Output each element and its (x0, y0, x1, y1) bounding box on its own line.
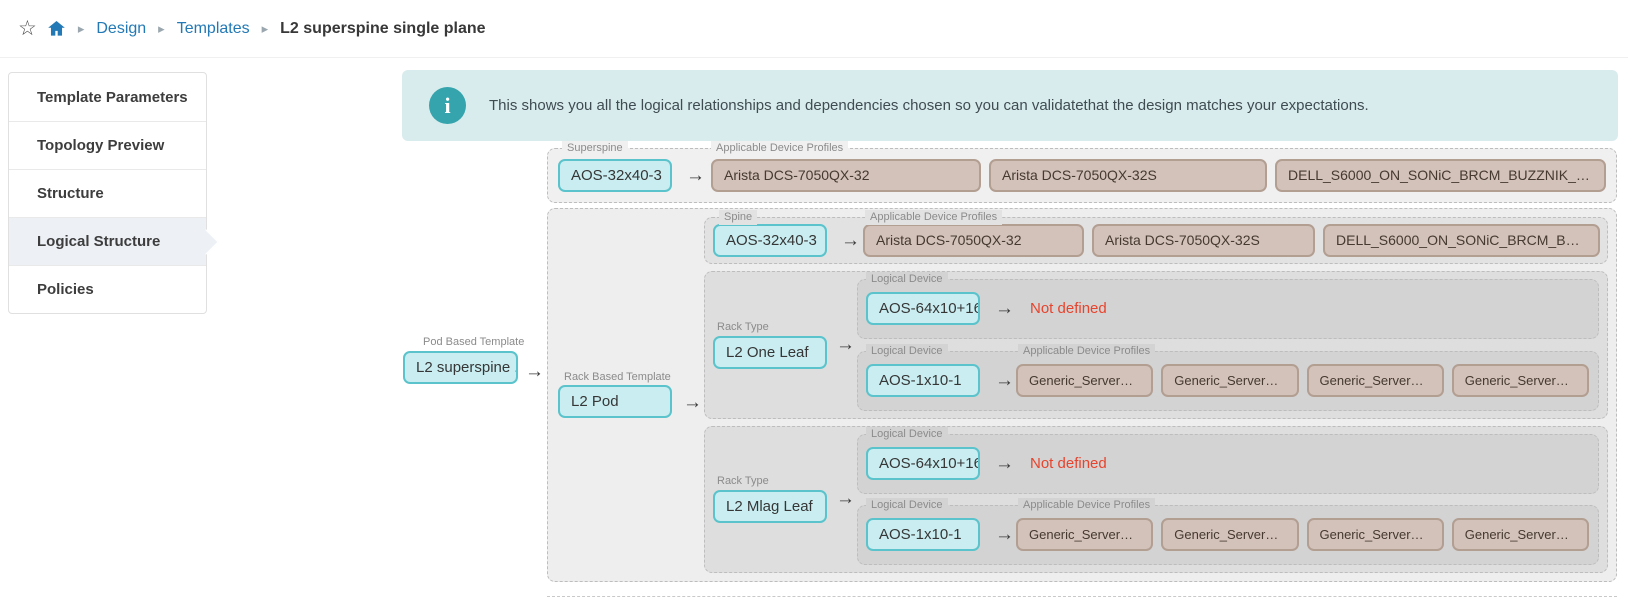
device-profile-node[interactable]: DELL_S6000_ON_SONiC_BRCM_BUZZ... (1323, 224, 1600, 257)
logical-device-group: Logical Device AOS-64x10+16... → Not def… (857, 272, 1599, 339)
sidebar-item-structure[interactable]: Structure (9, 169, 206, 217)
logical-device-label: Logical Device (866, 498, 948, 513)
rack-group-l2-one-leaf: Rack Type L2 One Leaf → Logical Device A… (704, 271, 1608, 419)
superspine-device-profiles: Arista DCS-7050QX-32 Arista DCS-7050QX-3… (711, 159, 1606, 192)
arrow-right-icon: → (686, 165, 705, 186)
logical-device-group: Logical Device Applicable Device Profile… (857, 498, 1599, 565)
spine-device-profiles: Arista DCS-7050QX-32 Arista DCS-7050QX-3… (863, 224, 1600, 257)
device-profile-node[interactable]: Generic_Server_1R... (1451, 363, 1589, 397)
logical-device-group: Logical Device Applicable Device Profile… (857, 343, 1599, 411)
rack-based-template-node[interactable]: L2 Pod (558, 385, 672, 418)
logical-device-node[interactable]: AOS-64x10+16... (866, 292, 980, 325)
rack-type-node[interactable]: L2 Mlag Leaf (713, 490, 827, 524)
device-profile-node[interactable]: Generic_Server_1R... (1161, 363, 1299, 397)
logical-device-group: Logical Device AOS-64x10+16... → Not def… (857, 426, 1599, 494)
device-profile-node[interactable]: DELL_S6000_ON_SONiC_BRCM_BUZZNIK_PLUS (1275, 159, 1606, 192)
rack-type-cell: Rack Type L2 Mlag Leaf (705, 427, 855, 573)
next-group-cutoff (547, 596, 1617, 601)
logical-device-node[interactable]: AOS-64x10+16... (866, 446, 980, 480)
superspine-logical-device-node[interactable]: AOS-32x40-3 (558, 159, 672, 192)
superspine-group: Superspine Applicable Device Profiles AO… (547, 141, 1617, 203)
device-profile-node[interactable]: Arista DCS-7050QX-32 (711, 159, 981, 192)
device-profile-node[interactable]: Generic_Server_1R... (1016, 518, 1154, 551)
pod-based-template-label: Pod Based Template (423, 336, 525, 348)
arrow-right-icon: → (841, 230, 860, 251)
applicable-device-profiles-label: Applicable Device Profiles (865, 210, 1003, 225)
sidebar-item-label: Logical Structure (37, 233, 161, 250)
superspine-group-label: Superspine (562, 141, 628, 156)
pod-based-template: Pod Based Template L2 superspine ... (403, 336, 533, 384)
device-profile-node[interactable]: Generic_Server_1R... (1306, 363, 1444, 397)
rack-type-cell: Rack Type L2 One Leaf (705, 272, 855, 418)
breadcrumb-design[interactable]: Design (96, 19, 147, 37)
arrow-right-icon: → (836, 488, 855, 510)
logical-device-node[interactable]: AOS-1x10-1 (866, 363, 980, 397)
logical-device-label: Logical Device (866, 426, 948, 442)
not-defined-status: Not defined (1030, 300, 1107, 317)
chevron-right-icon: ▸ (158, 20, 165, 36)
arrow-right-icon: → (995, 452, 1014, 474)
arrow-right-icon: → (995, 524, 1014, 545)
sidebar: Template Parameters Topology Preview Str… (8, 72, 219, 314)
applicable-device-profiles-label: Applicable Device Profiles (711, 141, 849, 156)
spine-group-label: Spine (719, 210, 758, 225)
breadcrumb-templates[interactable]: Templates (176, 19, 250, 37)
pod-template-node[interactable]: L2 superspine ... (403, 351, 518, 384)
page-title: L2 superspine single plane (280, 19, 486, 37)
arrow-right-icon: → (995, 369, 1014, 391)
selected-item-arrow (193, 229, 219, 255)
chevron-right-icon: ▸ (261, 20, 269, 36)
logical-device-node[interactable]: AOS-1x10-1 (866, 518, 980, 551)
pod-children: Spine Applicable Device Profiles AOS-32x… (704, 210, 1608, 573)
rack-type-node[interactable]: L2 One Leaf (713, 335, 827, 369)
logical-device-label: Logical Device (866, 272, 948, 287)
leaf-device-profiles: Generic_Server_1R... Generic_Server_1R..… (1016, 363, 1589, 397)
device-profile-node[interactable]: Arista DCS-7050QX-32 (863, 224, 1084, 257)
info-banner-text: This shows you all the logical relations… (489, 97, 1369, 114)
applicable-device-profiles-label: Applicable Device Profiles (1018, 498, 1156, 513)
rack-type-label: Rack Type (717, 320, 769, 333)
not-defined-status: Not defined (1030, 454, 1107, 472)
pod-group: Rack Based Template L2 Pod → Spine Appli… (547, 208, 1617, 582)
device-profile-node[interactable]: Generic_Server_1R... (1306, 518, 1444, 551)
spine-logical-device-node[interactable]: AOS-32x40-3 (713, 224, 827, 257)
device-profile-node[interactable]: Arista DCS-7050QX-32S (1092, 224, 1315, 257)
sidebar-item-logical-structure[interactable]: Logical Structure (9, 217, 219, 265)
leaf-device-profiles: Generic_Server_1R... Generic_Server_1R..… (1016, 518, 1589, 551)
sidebar-item-template-parameters[interactable]: Template Parameters (37, 88, 188, 106)
rack-group-l2-mlag-leaf: Rack Type L2 Mlag Leaf → Logical Device … (704, 425, 1608, 573)
info-banner: i This shows you all the logical relatio… (402, 70, 1618, 141)
spine-group: Spine Applicable Device Profiles AOS-32x… (704, 210, 1608, 264)
favorite-star-icon[interactable]: ☆ (18, 17, 37, 40)
arrow-right-icon: → (525, 361, 544, 382)
rack-children: Logical Device AOS-64x10+16... → Not def… (857, 426, 1599, 565)
rack-children: Logical Device AOS-64x10+16... → Not def… (857, 272, 1599, 411)
home-icon[interactable] (47, 19, 66, 38)
chevron-right-icon: ▸ (77, 20, 85, 36)
sidebar-item-policies[interactable]: Policies (9, 265, 206, 313)
arrow-right-icon: → (683, 392, 702, 413)
device-profile-node[interactable]: Generic_Server_1R... (1016, 363, 1154, 397)
arrow-right-icon: → (836, 333, 855, 355)
logical-device-label: Logical Device (866, 343, 948, 359)
device-profile-node[interactable]: Generic_Server_1R... (1161, 518, 1299, 551)
breadcrumb: ☆ ▸ Design ▸ Templates ▸ L2 superspine s… (0, 0, 1628, 58)
info-icon: i (429, 87, 466, 124)
device-profile-node[interactable]: Generic_Server_1R... (1451, 518, 1589, 551)
applicable-device-profiles-label: Applicable Device Profiles (1018, 343, 1156, 359)
arrow-right-icon: → (995, 298, 1014, 319)
rack-type-label: Rack Type (717, 475, 769, 488)
device-profile-node[interactable]: Arista DCS-7050QX-32S (989, 159, 1267, 192)
rack-based-template-label: Rack Based Template (564, 371, 671, 383)
sidebar-item-topology-preview[interactable]: Topology Preview (9, 121, 206, 169)
